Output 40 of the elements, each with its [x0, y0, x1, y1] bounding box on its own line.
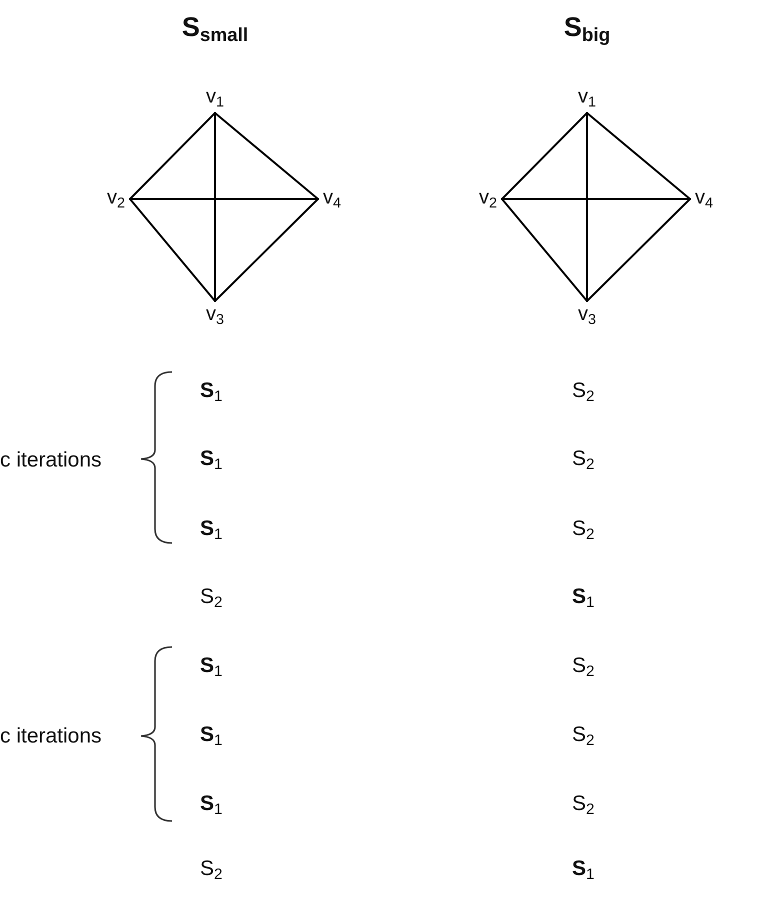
sequence-entry: S$_{1}$: [572, 858, 594, 882]
vertex-label: v$_{4}$: [323, 187, 342, 211]
graph-edge: [129, 198, 216, 302]
sequence-entry: S$_{1}$: [200, 654, 222, 680]
sequence-entry: S$_{1}$: [200, 380, 222, 404]
sequence-entry: S$_{2}$: [200, 858, 222, 882]
graph-edge: [129, 112, 216, 200]
brace-label: c iterations: [0, 726, 102, 746]
graph-edge: [586, 198, 691, 302]
vertex-label: v$_{2}$: [478, 187, 497, 211]
vertex-label: v$_{3}$: [578, 304, 596, 328]
graph-edge: [129, 198, 319, 200]
sequence-entry: S$_{2}$: [572, 724, 594, 748]
sequence-entry: S$_{1}$: [200, 792, 222, 818]
graph-title: S$_{big}$: [564, 14, 610, 46]
vertex-label: v$_{1}$: [578, 86, 596, 110]
graph-edge: [501, 198, 588, 302]
graph-edge: [214, 198, 319, 302]
graph-edge: [586, 112, 691, 200]
sequence-entry: S$_{2}$: [572, 518, 594, 542]
sequence-entry: S$_{1}$: [200, 448, 222, 472]
sequence-entry: S$_{2}$: [200, 586, 222, 610]
graph-edge: [586, 112, 588, 302]
sequence-entry: S$_{2}$: [572, 380, 594, 404]
vertex-label: v$_{4}$: [695, 187, 714, 211]
sequence-entry: S$_{1}$: [572, 586, 594, 610]
graph-edge: [501, 198, 691, 200]
vertex-label: v$_{2}$: [106, 187, 125, 211]
vertex-label: v$_{3}$: [206, 304, 224, 328]
sequence-entry: S$_{2}$: [572, 654, 594, 680]
sequence-entry: S$_{1}$: [200, 724, 222, 748]
sequence-entry: S$_{2}$: [572, 792, 594, 818]
graph-title: S$_{small}$: [182, 14, 248, 46]
graph-edge: [214, 112, 216, 302]
sequence-entry: S$_{2}$: [572, 448, 594, 472]
graph-edge: [501, 112, 588, 200]
graph-edge: [214, 112, 319, 200]
brace-label: c iterations: [0, 450, 102, 470]
sequence-entry: S$_{1}$: [200, 518, 222, 542]
vertex-label: v$_{1}$: [206, 86, 224, 110]
